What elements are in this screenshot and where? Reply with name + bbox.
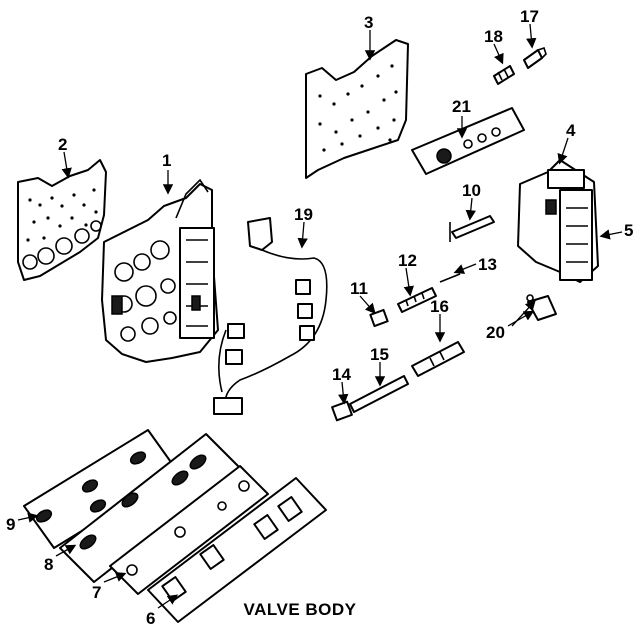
callout-9: 9 — [6, 515, 15, 534]
callout-4: 4 — [566, 121, 576, 140]
callout-1: 1 — [162, 151, 171, 170]
plug-plate-7 — [109, 465, 269, 595]
valve-10 — [449, 215, 495, 242]
plug-11 — [369, 308, 389, 328]
sensor-20 — [526, 294, 557, 321]
valve-16 — [411, 341, 465, 377]
callout-8: 8 — [44, 555, 53, 574]
callout-15: 15 — [370, 345, 389, 364]
valve-body-casting — [101, 178, 219, 363]
diagram-caption: VALVE BODY — [243, 600, 357, 619]
bracket-21 — [411, 107, 525, 175]
wiring-harness — [213, 217, 328, 415]
callout-16: 16 — [430, 297, 449, 316]
callout-labels: 1 2 3 4 5 6 7 8 9 10 11 12 13 14 15 16 1… — [6, 7, 633, 628]
plug-14 — [331, 400, 353, 422]
callout-21: 21 — [452, 97, 471, 116]
callout-6: 6 — [146, 609, 155, 628]
rod-15 — [349, 375, 409, 413]
plug-17 — [523, 46, 547, 69]
callout-14: 14 — [332, 365, 351, 384]
callout-13: 13 — [478, 255, 497, 274]
callout-12: 12 — [398, 251, 417, 270]
callout-20: 20 — [486, 323, 505, 342]
plug-18 — [493, 65, 515, 85]
callout-18: 18 — [484, 27, 503, 46]
callout-10: 10 — [462, 181, 481, 200]
callout-11: 11 — [350, 279, 368, 298]
solenoid-assembly — [517, 159, 599, 283]
callout-3: 3 — [364, 13, 373, 32]
plug-plate-6 — [147, 477, 327, 623]
callout-19: 19 — [294, 205, 313, 224]
callout-17: 17 — [520, 7, 539, 26]
valve-12 — [397, 287, 437, 313]
callout-7: 7 — [92, 583, 101, 602]
separator-plate-left — [17, 159, 107, 281]
callout-5: 5 — [624, 221, 633, 240]
leader-lines — [17, 23, 623, 609]
separator-plate-top — [305, 39, 409, 179]
callout-2: 2 — [58, 135, 67, 154]
spring-13 — [439, 273, 461, 283]
